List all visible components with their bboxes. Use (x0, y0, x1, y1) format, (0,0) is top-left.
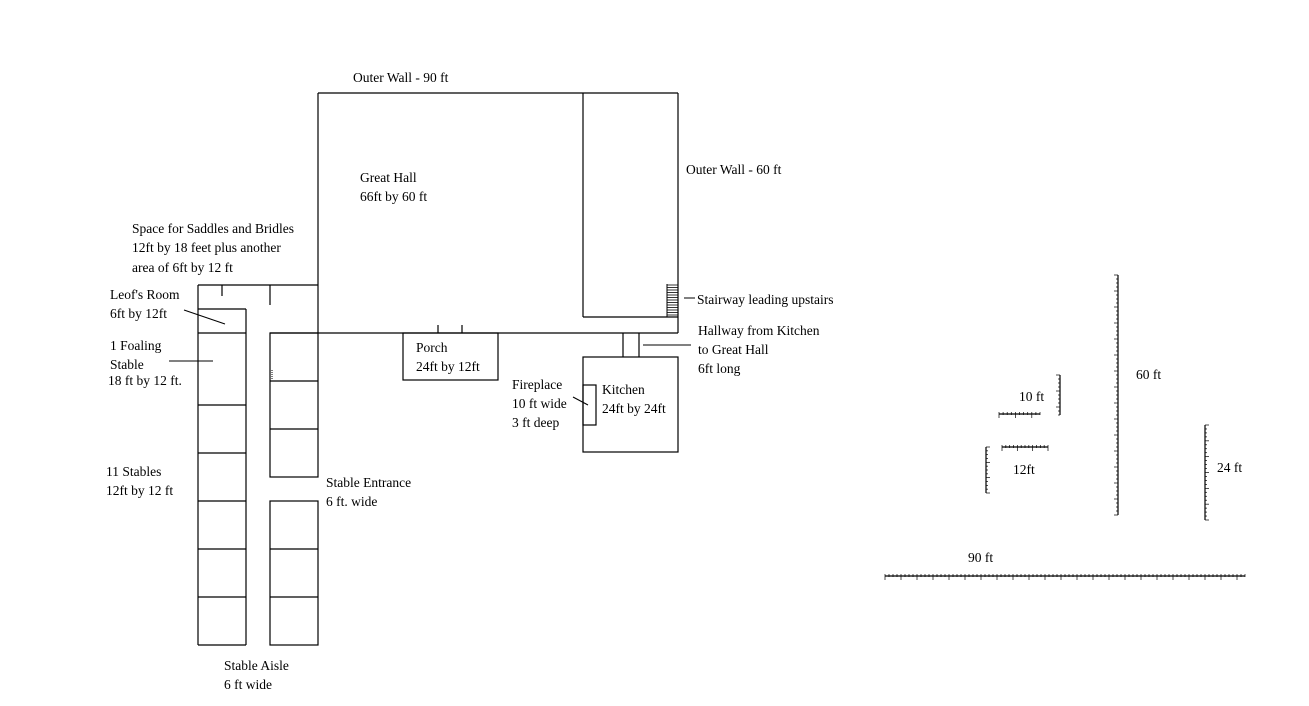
leofs-room-label: Leof's Room (110, 287, 180, 302)
hallway-label: Hallway from Kitchen (698, 323, 820, 338)
great-hall-walls (270, 92, 679, 334)
hallway-label-2: to Great Hall (698, 342, 769, 357)
stable-block (197, 284, 319, 646)
outer-wall-top-label: Outer Wall - 90 ft (353, 70, 449, 85)
foaling-label-2: Stable (110, 357, 144, 372)
leader-lines (169, 297, 695, 406)
scale-10ft-label: 10 ft (1019, 389, 1044, 404)
scale-24ft-label: 24 ft (1217, 460, 1242, 475)
porch-size: 24ft by 12ft (416, 359, 480, 374)
saddles-size-extra: area of 6ft by 12 ft (132, 260, 233, 275)
great-hall-size: 66ft by 60 ft (360, 189, 427, 204)
stables-label: 11 Stables (106, 464, 161, 479)
stairway-hatch (666, 284, 678, 317)
porch (402, 325, 499, 381)
foaling-label: 1 Foaling (110, 338, 162, 353)
hallway-length: 6ft long (698, 361, 741, 376)
outer-wall-right-label: Outer Wall - 60 ft (686, 162, 782, 177)
fireplace-label: Fireplace (512, 377, 562, 392)
fireplace-width: 10 ft wide (512, 396, 567, 411)
scale-bars (884, 274, 1246, 580)
kitchen (582, 356, 679, 453)
stables-size: 12ft by 12 ft (106, 483, 173, 498)
stable-aisle-size: 6 ft wide (224, 677, 272, 692)
saddles-label: Space for Saddles and Bridles (132, 221, 294, 236)
hallway (622, 333, 640, 357)
porch-label: Porch (416, 340, 448, 355)
foaling-size: 18 ft by 12 ft. (108, 373, 182, 388)
stairway-label: Stairway leading upstairs (697, 292, 833, 307)
fireplace-depth: 3 ft deep (512, 415, 559, 430)
stable-entrance-label: Stable Entrance (326, 475, 411, 490)
kitchen-label: Kitchen (602, 382, 645, 397)
saddles-size: 12ft by 18 feet plus another (132, 240, 281, 255)
stable-entrance-size: 6 ft. wide (326, 494, 377, 509)
great-hall-label: Great Hall (360, 170, 417, 185)
scale-60ft-label: 60 ft (1136, 367, 1161, 382)
leofs-room-size: 6ft by 12ft (110, 306, 167, 321)
stable-aisle-label: Stable Aisle (224, 658, 289, 673)
scale-12ft-label: 12ft (1013, 462, 1035, 477)
scale-90ft-label: 90 ft (968, 550, 993, 565)
kitchen-size: 24ft by 24ft (602, 401, 666, 416)
